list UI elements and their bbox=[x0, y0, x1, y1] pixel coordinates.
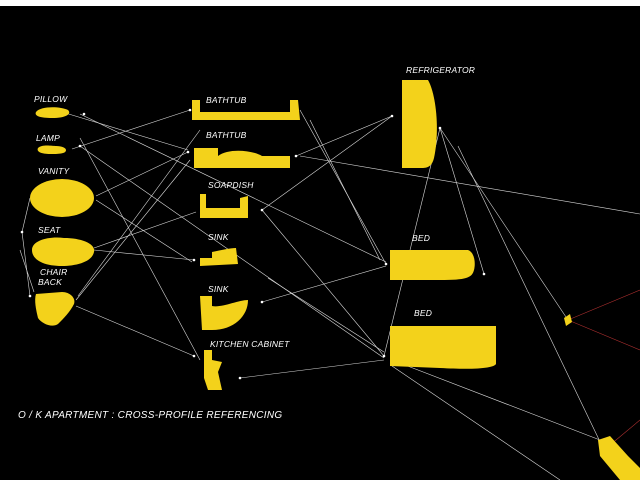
link-line bbox=[457, 145, 605, 451]
link-line bbox=[75, 159, 191, 301]
link-line bbox=[439, 127, 485, 275]
label-vanity: VANITY bbox=[38, 166, 71, 176]
soapdish-profile bbox=[200, 194, 248, 218]
link-line bbox=[267, 277, 385, 353]
link-endpoint bbox=[482, 272, 486, 276]
pillow-profile bbox=[35, 107, 70, 118]
link-line bbox=[383, 127, 441, 357]
link-group bbox=[19, 109, 640, 480]
link-line bbox=[261, 115, 393, 211]
bathtub-1-profile bbox=[192, 100, 300, 120]
link-endpoint bbox=[188, 108, 192, 112]
label-kitchen-cabinet: KITCHEN CABINET bbox=[210, 339, 290, 349]
link-line bbox=[95, 151, 189, 197]
link-line bbox=[21, 231, 31, 297]
link-line bbox=[93, 211, 197, 249]
link-line bbox=[439, 127, 569, 321]
label-chair-back: CHAIR BACK bbox=[38, 267, 70, 287]
lamp-profile bbox=[37, 145, 66, 154]
link-endpoint bbox=[438, 126, 442, 130]
link-line bbox=[261, 265, 387, 303]
accent-link-line bbox=[567, 289, 640, 321]
kitchen-cabinet-profile bbox=[204, 350, 222, 390]
link-line bbox=[309, 119, 381, 261]
link-line bbox=[79, 137, 201, 361]
label-sink-2: SINK bbox=[208, 284, 229, 294]
link-line bbox=[295, 115, 393, 157]
link-endpoints bbox=[20, 108, 486, 380]
edge-fragment-small bbox=[564, 314, 572, 326]
label-lamp: LAMP bbox=[36, 133, 60, 143]
link-endpoint bbox=[384, 262, 388, 266]
link-endpoint bbox=[294, 154, 298, 158]
accent-link-line bbox=[567, 319, 640, 351]
link-line bbox=[21, 197, 31, 233]
link-line bbox=[299, 155, 640, 215]
link-endpoint bbox=[382, 354, 386, 358]
link-endpoint bbox=[260, 300, 264, 304]
link-endpoint bbox=[82, 112, 86, 116]
link-endpoint bbox=[78, 144, 82, 148]
link-line bbox=[93, 249, 195, 261]
label-refrigerator: REFRIGERATOR bbox=[406, 65, 475, 75]
seat-profile bbox=[32, 237, 95, 266]
sink-1-profile bbox=[200, 248, 238, 266]
link-endpoint bbox=[28, 294, 32, 298]
link-endpoint bbox=[20, 230, 24, 234]
label-bed-1: BED bbox=[412, 233, 430, 243]
label-seat: SEAT bbox=[38, 225, 61, 235]
link-line bbox=[391, 365, 561, 480]
label-bathtub-2: BATHTUB bbox=[206, 130, 247, 140]
edge-fragment-large bbox=[598, 436, 640, 480]
link-line bbox=[391, 359, 601, 441]
link-endpoint bbox=[192, 258, 196, 262]
bed-2-profile bbox=[390, 326, 496, 369]
link-line bbox=[79, 113, 387, 263]
label-bathtub-1: BATHTUB bbox=[206, 95, 247, 105]
label-chair-back-line-2: BACK bbox=[38, 277, 62, 287]
accent-link-group bbox=[567, 289, 640, 451]
link-endpoint bbox=[390, 114, 394, 118]
link-line bbox=[19, 249, 35, 293]
link-endpoint bbox=[192, 354, 196, 358]
link-line bbox=[261, 209, 385, 357]
link-line bbox=[71, 109, 191, 150]
link-line bbox=[299, 109, 387, 265]
bathtub-2-profile bbox=[194, 148, 290, 168]
link-endpoint bbox=[260, 208, 264, 212]
label-sink-1: SINK bbox=[208, 232, 229, 242]
diagram-caption: O / K APARTMENT : CROSS-PROFILE REFERENC… bbox=[18, 410, 282, 421]
link-endpoint bbox=[238, 376, 242, 380]
link-line bbox=[239, 359, 385, 379]
link-line bbox=[61, 111, 189, 151]
vanity-profile bbox=[30, 179, 94, 217]
refrigerator-profile bbox=[402, 80, 437, 168]
link-line bbox=[95, 199, 193, 263]
link-line bbox=[75, 305, 195, 357]
label-chair-back-line-1: CHAIR bbox=[40, 267, 67, 277]
link-line bbox=[77, 129, 201, 297]
bed-1-profile bbox=[390, 250, 475, 280]
label-bed-2: BED bbox=[414, 308, 432, 318]
label-soapdish: SOAPDISH bbox=[208, 180, 254, 190]
sink-2-profile bbox=[200, 296, 248, 330]
chair-back-profile bbox=[35, 292, 75, 326]
label-pillow: PILLOW bbox=[34, 94, 68, 104]
link-endpoint bbox=[186, 150, 190, 154]
